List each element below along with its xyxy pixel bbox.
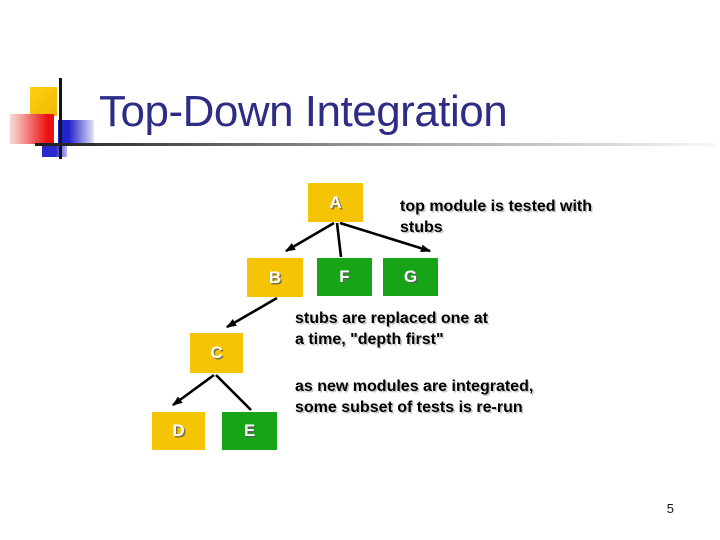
node-label-e: E bbox=[243, 421, 256, 440]
tree-node-f: F bbox=[317, 258, 372, 296]
tree-node-b: B bbox=[247, 258, 303, 297]
decor-red-square bbox=[10, 114, 54, 144]
edge-a-f bbox=[335, 222, 343, 258]
node-label-d: D bbox=[172, 421, 185, 440]
annotation-line: a time, "depth first" bbox=[295, 331, 444, 348]
tree-node-a: A bbox=[308, 183, 363, 222]
node-label-c: C bbox=[210, 343, 223, 362]
title-underline-rule bbox=[35, 143, 715, 146]
annotation-line: top module is tested with bbox=[400, 198, 593, 215]
tree-node-d: D bbox=[152, 412, 205, 450]
annotation-line: stubs bbox=[400, 219, 443, 236]
edge-a-b bbox=[284, 221, 335, 253]
annotation-tests-rerun: as new modules are integrated, some subs… bbox=[295, 376, 533, 418]
decor-blue-square bbox=[58, 120, 94, 144]
page-number: 5 bbox=[666, 501, 674, 516]
node-label-b: B bbox=[268, 267, 282, 287]
edge-c-d bbox=[171, 373, 215, 407]
decor-blue-square-small bbox=[42, 145, 67, 157]
edge-c-e bbox=[215, 374, 252, 411]
slide-title: Top-Down Integration bbox=[99, 87, 508, 136]
annotation-line: stubs are replaced one at bbox=[295, 310, 488, 327]
tree-node-g: G bbox=[383, 258, 438, 296]
annotation-line: as new modules are integrated, bbox=[295, 378, 534, 395]
annotation-stubs-replaced: stubs are replaced one at a time, "depth… bbox=[295, 308, 488, 350]
node-label-g: G bbox=[403, 267, 418, 286]
node-label-a: A bbox=[329, 192, 342, 212]
node-label-f: F bbox=[339, 267, 350, 286]
annotation-line: some subset of tests is re-run bbox=[295, 399, 523, 416]
decor-vertical-line bbox=[59, 78, 62, 159]
tree-node-c: C bbox=[190, 333, 243, 373]
annotation-top-module: top module is tested with stubs bbox=[400, 196, 592, 238]
tree-node-e: E bbox=[222, 412, 277, 450]
edge-b-c bbox=[225, 296, 278, 329]
decor-yellow-square bbox=[30, 87, 57, 116]
